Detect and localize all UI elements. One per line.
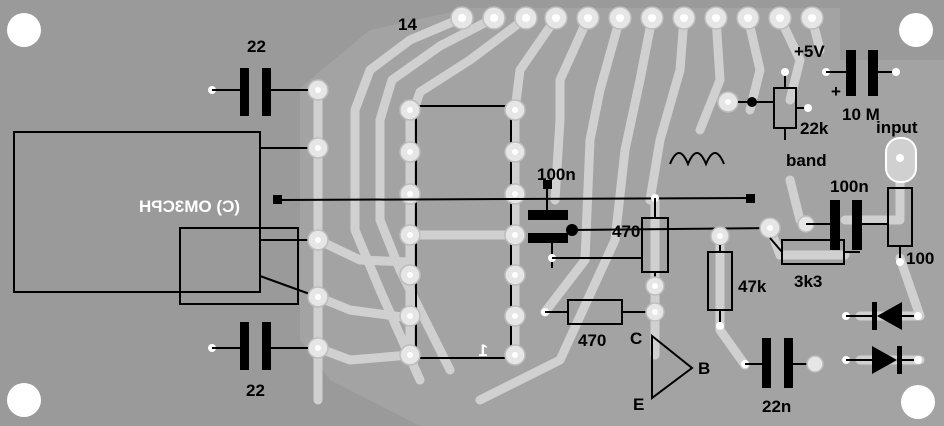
cap-center-label: 100n: [537, 165, 576, 184]
cap-22n-label: 22n: [762, 397, 791, 416]
cap-input-label: 100n: [830, 177, 869, 196]
cap-bottom-left-label: 22: [246, 381, 265, 400]
jumper-wire: [273, 194, 755, 204]
capacitor-22n: 22n: [741, 338, 824, 416]
cap-top-left-label: 22: [247, 37, 266, 56]
resistor-3k3: 3k3: [759, 217, 860, 291]
res-3k3-label: 3k3: [794, 272, 822, 291]
trimmer-label: 22k: [800, 119, 829, 138]
capacitor-22-top: 22: [208, 37, 308, 116]
electrolytic-label: 10 M: [842, 105, 880, 124]
res-47k-label: 47k: [738, 277, 767, 296]
ic-pin14-label: 14: [398, 15, 417, 34]
res-center-top-label: 470: [612, 222, 640, 241]
electrolytic-10m: + +5V 10 M: [794, 42, 900, 124]
transistor: C B E: [630, 276, 710, 414]
trimmer-22k: 22k: [717, 68, 829, 140]
resistor-100: 100 input: [876, 118, 934, 268]
res-100-label: 100: [906, 249, 934, 268]
transistor-c-label: C: [630, 329, 642, 348]
electrolytic-plus-sign: +: [831, 82, 841, 101]
ic-pin1-label: 1: [479, 341, 488, 360]
mounting-holes: [7, 13, 935, 419]
inductor-coil: [669, 152, 725, 167]
header-connector: [450, 6, 824, 30]
supply-label: +5V: [794, 42, 825, 61]
ic-right-pins: [504, 99, 526, 366]
copyright-mirrored: (C) OM3CPH: [139, 197, 240, 216]
input-label: input: [876, 118, 918, 137]
ic-left-pins: [399, 99, 421, 366]
capacitor-100n-input: 100n: [797, 177, 888, 250]
res-center-bottom-label: 470: [578, 331, 606, 350]
resistor-470-vertical: 470: [552, 194, 669, 286]
transistor-e-label: E: [633, 395, 644, 414]
capacitor-100n-center: 100n: [528, 165, 576, 268]
left-pad-column: [307, 79, 329, 359]
resistor-47k: 47k: [707, 226, 767, 330]
ic-package: 14 1: [398, 15, 526, 366]
coupling-wire: [571, 227, 771, 231]
diode-lower: [842, 346, 922, 374]
transistor-b-label: B: [698, 359, 710, 378]
band-label: band: [786, 151, 827, 170]
left-module-outline: (C) OM3CPH: [13, 131, 319, 305]
coupling-node: [566, 224, 578, 236]
diode-upper: [842, 302, 922, 330]
capacitor-22-bottom: 22: [208, 322, 308, 400]
